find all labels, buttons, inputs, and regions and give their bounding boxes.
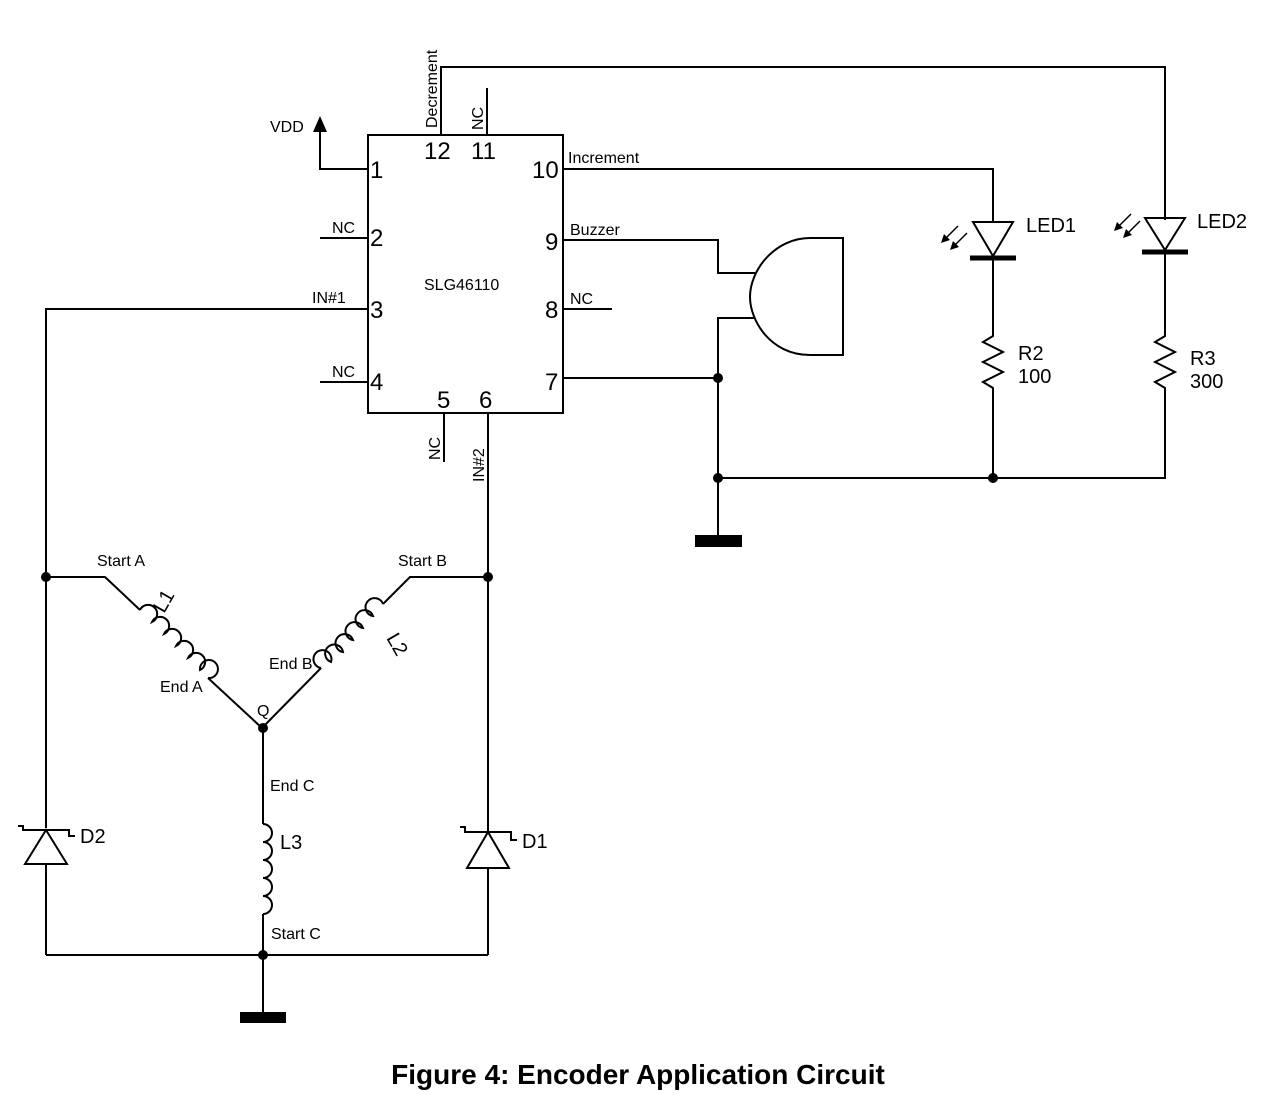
l2-coil-icon: [312, 597, 384, 669]
l2-label: L2: [382, 630, 412, 660]
ground-icon: [240, 1012, 286, 1023]
junction-dot: [258, 950, 268, 960]
start-a-label: Start A: [97, 553, 145, 570]
end-b-label: End B: [269, 656, 313, 673]
led1-ray: [953, 232, 968, 247]
l3-label: L3: [280, 832, 302, 854]
decrement-label: Decrement: [424, 49, 441, 128]
in1-label: IN#1: [312, 290, 346, 307]
figure-caption: Figure 4: Encoder Application Circuit: [391, 1059, 885, 1090]
pin-11-number: 11: [471, 138, 496, 165]
buzzer-icon: [748, 237, 844, 356]
ic-body: [367, 134, 564, 414]
l1-lead: [46, 576, 141, 611]
q-label: Q: [257, 703, 269, 720]
pin-9-number: 9: [545, 229, 558, 256]
l1-label: L1: [149, 586, 179, 616]
l3-coil-icon: [262, 823, 273, 915]
ic-name: SLG46110: [424, 277, 499, 294]
r3-value: 300: [1190, 371, 1223, 393]
decrement-wire: [440, 66, 1166, 220]
pin5-nc-label: NC: [427, 437, 444, 460]
pin-12-number: 12: [424, 138, 451, 165]
r2-name: R2: [1018, 343, 1044, 365]
d1-diode-icon: [465, 830, 511, 869]
ground-icon: [695, 535, 742, 547]
pin-3-number: 3: [370, 297, 383, 324]
led1-ray-arrow: [941, 234, 950, 243]
led1-label: LED1: [1026, 215, 1076, 237]
pin-8-number: 8: [545, 297, 558, 324]
junction-dot: [713, 373, 723, 383]
increment-wire: [563, 168, 994, 222]
led2-ray-arrow: [1114, 222, 1123, 231]
led2-ray-arrow: [1123, 229, 1132, 238]
vdd-label: VDD: [270, 119, 304, 136]
buzzer-ground-wire: [717, 317, 755, 540]
r2-resistor-icon: [980, 258, 1006, 478]
pin-4-number: 4: [370, 369, 383, 396]
buzzer-wire: [563, 239, 755, 274]
d2-diode-icon: [23, 828, 69, 865]
in1-wire: [45, 308, 368, 577]
pin8-nc-label: NC: [570, 291, 593, 308]
start-c-label: Start C: [271, 926, 321, 943]
l1-coil-icon: [139, 603, 219, 680]
led2-ray: [1126, 220, 1141, 235]
l2-lead: [382, 576, 488, 605]
led2-label: LED2: [1197, 211, 1247, 233]
pin-10-number: 10: [532, 157, 559, 184]
pin2-nc-label: NC: [332, 220, 355, 237]
pin-7-number: 7: [545, 369, 558, 396]
increment-label: Increment: [568, 150, 640, 167]
pin-1-number: 1: [370, 157, 383, 184]
buzzer-label: Buzzer: [570, 222, 620, 239]
end-a-label: End A: [160, 679, 203, 696]
r3-name: R3: [1190, 348, 1216, 370]
end-c-label: End C: [270, 778, 314, 795]
d2-label: D2: [80, 826, 106, 848]
pin-6-number: 6: [479, 387, 492, 414]
l2-lead: [261, 667, 322, 729]
pin-5-number: 5: [437, 387, 450, 414]
l1-lead: [207, 677, 263, 729]
ground-return-wire: [718, 396, 1166, 479]
r3-resistor-icon: [1152, 252, 1178, 396]
led1-icon: [971, 221, 1015, 258]
pin-2-number: 2: [370, 225, 383, 252]
pin11-nc-label: NC: [470, 107, 487, 130]
led1-ray-arrow: [950, 241, 959, 250]
pin4-nc-label: NC: [332, 364, 355, 381]
d1-label: D1: [522, 831, 548, 853]
start-b-label: Start B: [398, 553, 447, 570]
r2-value: 100: [1018, 366, 1051, 388]
in2-label: IN#2: [471, 448, 488, 482]
led2-ray: [1117, 213, 1132, 228]
led1-ray: [944, 225, 959, 240]
pin1-vdd-wire: [319, 128, 368, 170]
vdd-arrow-icon: [313, 116, 327, 132]
led2-icon: [1143, 217, 1187, 252]
